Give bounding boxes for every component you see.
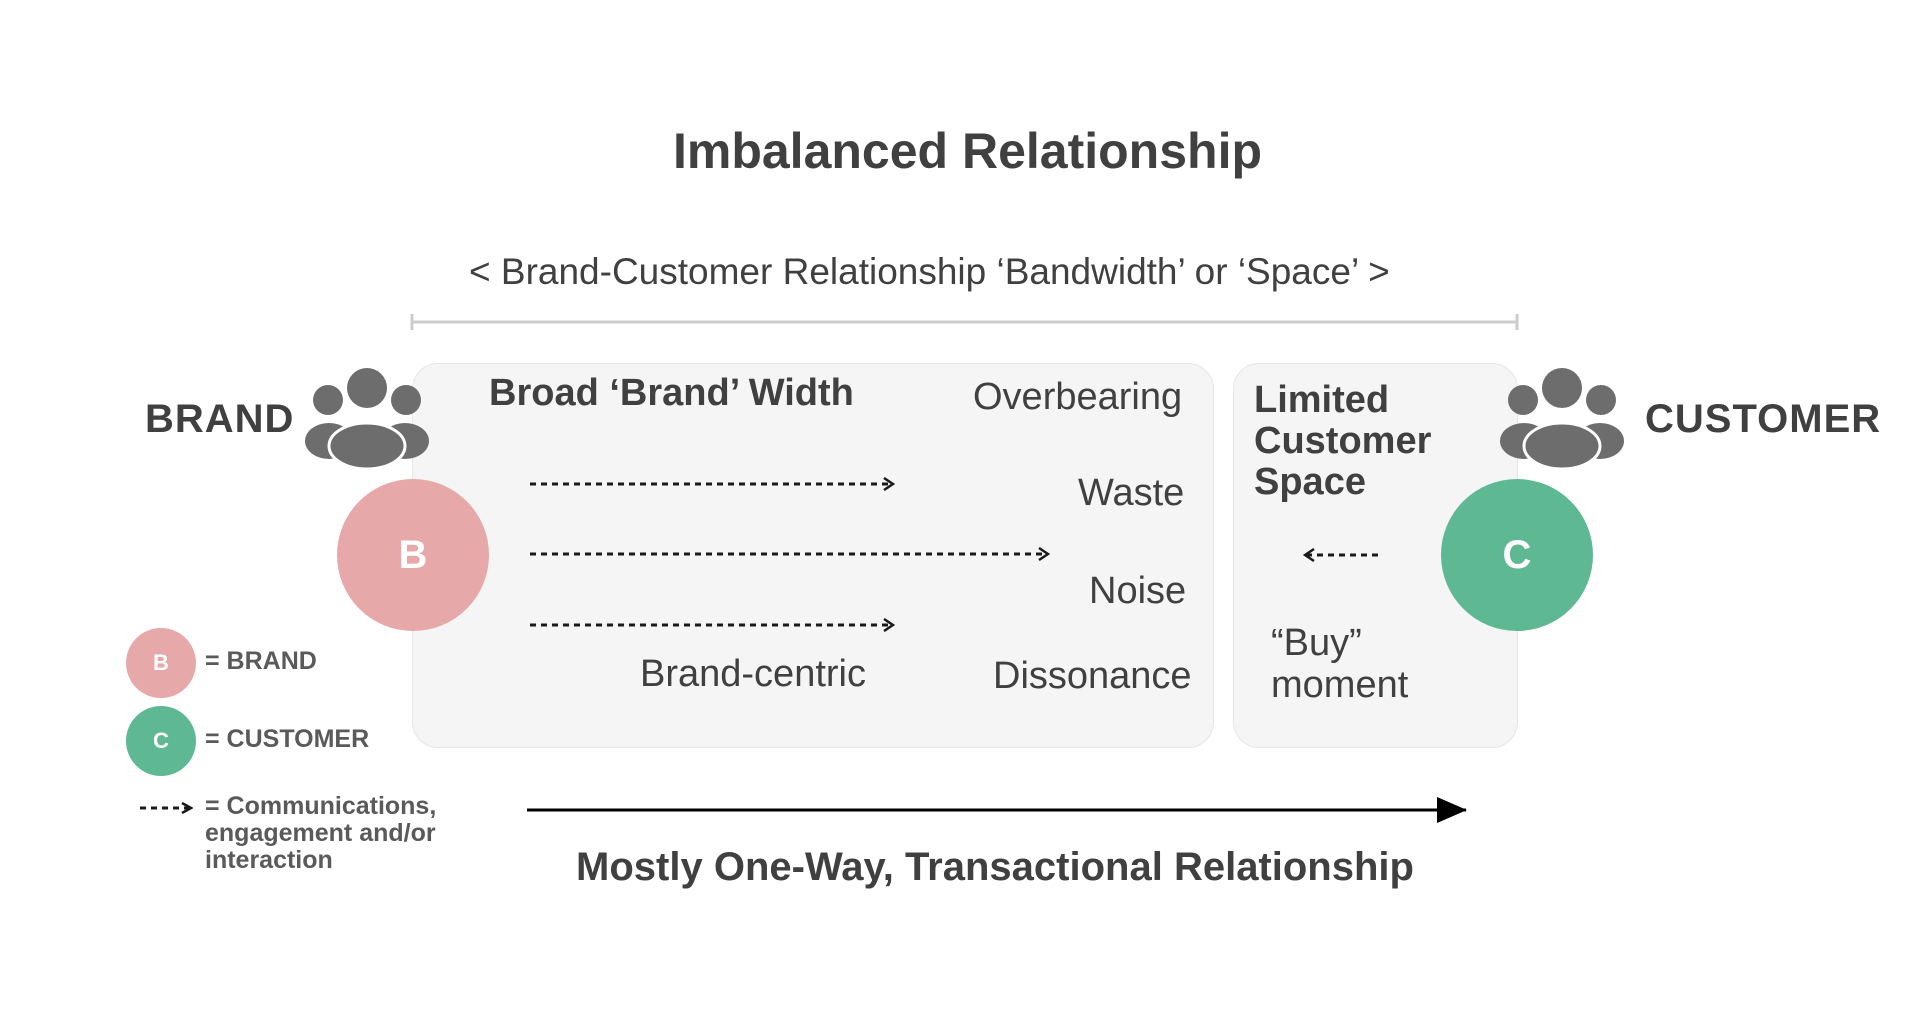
brand-people-icon	[305, 368, 429, 471]
customer-people-icon	[1500, 368, 1624, 471]
legend-brand-text: = BRAND	[205, 647, 317, 675]
diagram-title: Imbalanced Relationship	[672, 123, 1262, 179]
customer-circle: C	[1441, 479, 1593, 631]
word-overbearing: Overbearing	[973, 376, 1183, 418]
word-dissonance: Dissonance	[993, 655, 1192, 697]
legend-communications-line: engagement and/or	[205, 819, 436, 847]
word-noise: Noise	[1089, 570, 1187, 612]
buy-moment-line: “Buy”	[1271, 622, 1362, 664]
legend-customer-circle: C	[126, 706, 196, 776]
legend-communications-line: interaction	[205, 846, 333, 874]
customer-side-label: CUSTOMER	[1645, 397, 1882, 441]
buy-moment-label: “Buy” moment	[1271, 622, 1408, 706]
legend-brand-circle: B	[126, 628, 196, 698]
customer-heading-line: Limited	[1254, 379, 1390, 421]
brand-centric-label: Brand-centric	[640, 653, 866, 695]
customer-heading-line: Customer	[1254, 420, 1432, 462]
buy-moment-line: moment	[1271, 664, 1409, 706]
bandwidth-bracket	[410, 314, 1519, 330]
legend-customer-text: = CUSTOMER	[205, 725, 370, 753]
relationship-caption: Mostly One-Way, Transactional Relationsh…	[576, 845, 1414, 889]
brand-circle: B	[337, 479, 489, 631]
bandwidth-label: < Brand-Customer Relationship ‘Bandwidth…	[469, 251, 1390, 292]
word-waste: Waste	[1078, 472, 1185, 514]
customer-space-heading: Limited Customer Space	[1254, 380, 1494, 503]
legend-communications-text: = Communications, engagement and/or inte…	[205, 793, 436, 874]
brand-width-heading: Broad ‘Brand’ Width	[489, 372, 854, 414]
legend-communications-line: = Communications,	[205, 792, 437, 820]
customer-heading-line: Space	[1254, 461, 1366, 503]
brand-side-label: BRAND	[145, 397, 295, 441]
